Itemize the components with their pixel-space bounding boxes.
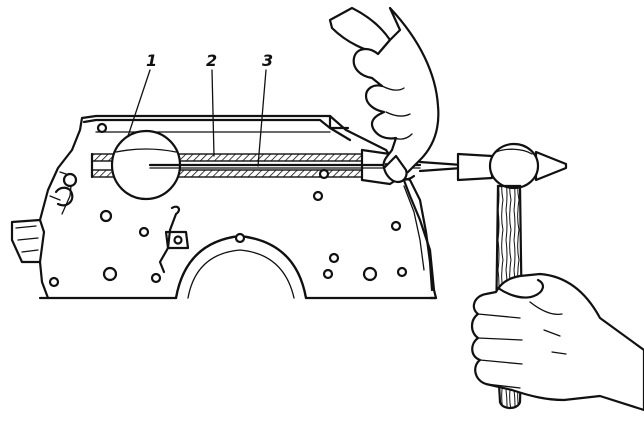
callout-3-label: 3 (262, 51, 273, 70)
bore-section (90, 148, 404, 186)
callout-3-leader (257, 69, 267, 167)
callout-2-leader (211, 69, 215, 157)
callout-2-label: 2 (206, 51, 217, 70)
lever-bracket (158, 205, 190, 274)
callout-1-leader (127, 69, 151, 137)
callout-1-label: 1 (146, 51, 157, 70)
drift-rod (148, 160, 464, 173)
half-bore-cutout (174, 232, 308, 300)
bolt-holes (48, 122, 408, 288)
callouts: 1 2 3 (127, 51, 273, 167)
lower-hand (470, 272, 644, 412)
upper-hand (328, 6, 440, 184)
